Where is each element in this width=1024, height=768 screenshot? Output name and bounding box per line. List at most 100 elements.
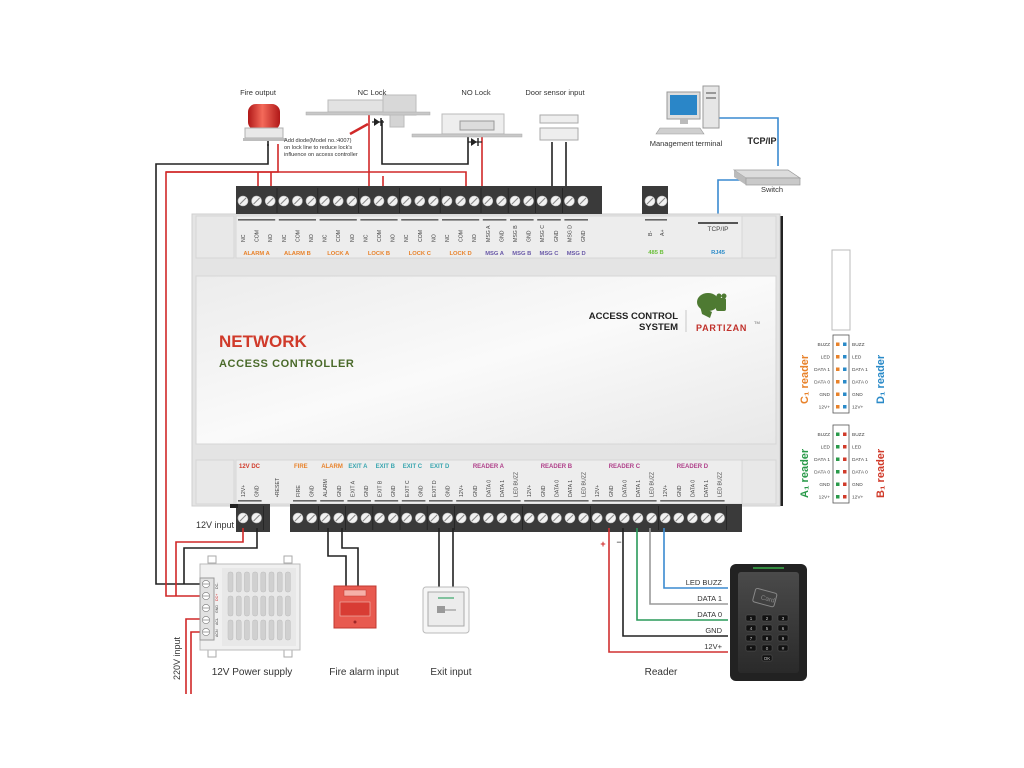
legend-pin-dot [836, 457, 840, 461]
diode-icon [468, 138, 482, 146]
keypad-key-label: 3 [782, 616, 785, 621]
psu-terminal-label: ACN [215, 629, 219, 637]
legend-pin-label: 12V+ [852, 405, 864, 411]
legend-pin-label: DATA 0 [852, 380, 868, 386]
terminal-screw [577, 195, 589, 207]
terminal-screw [428, 512, 440, 524]
psu-vent [260, 571, 267, 593]
legend-pin-label: GND [819, 392, 830, 398]
legend-pin-label: BUZZ [817, 432, 830, 438]
pin-label: FIRE [296, 485, 302, 497]
terminal-screw [496, 195, 507, 207]
top-wires [155, 113, 779, 597]
terminal-screw [644, 195, 656, 207]
legend-pin-dot [843, 482, 847, 486]
terminal-screw [455, 195, 466, 207]
pin-label: GND [255, 485, 261, 497]
card-icon [752, 587, 778, 608]
pin-label: GND [473, 485, 479, 497]
psu-vent [268, 619, 275, 641]
pin-label: EXIT D [432, 480, 438, 497]
pin-label: LED BUZZ [582, 472, 588, 497]
tcpip-label: TCP/IP [747, 136, 776, 146]
group-bar [537, 219, 561, 221]
psu-vent [285, 571, 291, 593]
fire-output-label: Fire output [240, 88, 277, 97]
psu-vent [252, 595, 258, 617]
legend-pin-dot [843, 445, 847, 449]
pin-label: GND [446, 485, 452, 497]
exit-button [422, 586, 470, 634]
terminal-screw [306, 512, 317, 524]
bottom-terminals [237, 506, 727, 530]
terminal-screw [237, 195, 249, 207]
group-label-lock-c: LOCK C [409, 251, 432, 257]
legend-pin-label: BUZZ [852, 432, 865, 438]
reader-wire-data-1 [649, 528, 728, 605]
psu-vent [244, 571, 250, 593]
legend-pin-dot [843, 367, 847, 371]
group-label-reader-d: READER D [677, 464, 709, 470]
terminal-screw [659, 512, 671, 524]
terminal-screw [387, 195, 398, 207]
group-bar [278, 219, 316, 221]
keypad-key-label: 1 [750, 616, 753, 621]
pin-label: NC [282, 234, 288, 242]
pin-label: GND [527, 230, 533, 242]
group-bar [293, 500, 317, 502]
group-bar [401, 219, 439, 221]
legend-pin-label: DATA 1 [814, 367, 830, 373]
pin-label: GND [391, 485, 397, 497]
pin-label: COM [459, 230, 465, 242]
terminal-screw [496, 512, 508, 524]
rj45-label: RJ45 [711, 250, 726, 256]
legend-pin-label: DATA 1 [814, 457, 830, 463]
legend-pin-label: GND [819, 482, 830, 488]
exit-input-label: Exit input [430, 667, 471, 678]
power-supply-label: 12V Power supply [212, 667, 293, 678]
terminal-screw [673, 512, 685, 524]
network-port-labels: TCP/IP RJ45 485 B [648, 222, 738, 256]
terminal-screw [360, 195, 371, 207]
legend-pin-label: DATA 0 [814, 470, 830, 476]
legend-pin-dot [836, 470, 840, 474]
legend-pin-dot [843, 392, 847, 396]
trademark: TM [754, 320, 760, 325]
keypad-key [745, 614, 757, 622]
d-reader-label: D₁ reader [875, 354, 887, 404]
top-terminals [237, 188, 668, 213]
pin-label: MSG A [486, 225, 492, 242]
psu-vent [276, 619, 283, 641]
wire-nc-lock-2 [381, 120, 469, 165]
terminal-screw [400, 195, 412, 207]
terminal-screw [441, 195, 453, 207]
reader-wire-data-0 [636, 528, 728, 621]
group-label-lock-d: LOCK D [449, 251, 471, 257]
legend-pin-dot [843, 380, 847, 384]
wire-12v-black [183, 528, 258, 584]
pin-label: A+ [660, 230, 666, 237]
no-lock [411, 113, 523, 138]
terminal-screw [687, 512, 698, 524]
c-reader-label: C₁ reader [799, 354, 811, 404]
group-label-exit-c: EXIT C [403, 464, 423, 470]
reader-wire-led-buzz [663, 528, 728, 589]
terminal-screw [468, 195, 480, 207]
keypad-key [745, 634, 757, 642]
pin-label: EXIT C [405, 480, 411, 497]
psu-vent [244, 595, 250, 617]
terminal-screw [564, 195, 575, 207]
system-line2: SYSTEM [639, 322, 678, 333]
pin-label: EXIT A [350, 480, 356, 497]
terminal-screw [401, 512, 413, 524]
keypad-key-label: 7 [750, 636, 753, 641]
terminal-screw [305, 195, 317, 207]
group-bar [347, 500, 371, 502]
legend-pin-label: 12V+ [852, 495, 864, 501]
diode-note: Add diode(Model no.:4007) on lock line t… [284, 138, 358, 158]
reader-wire-label: GND [705, 626, 722, 635]
nc-lock-label: NC Lock [358, 88, 387, 97]
controller-title: NETWORK [219, 332, 308, 351]
